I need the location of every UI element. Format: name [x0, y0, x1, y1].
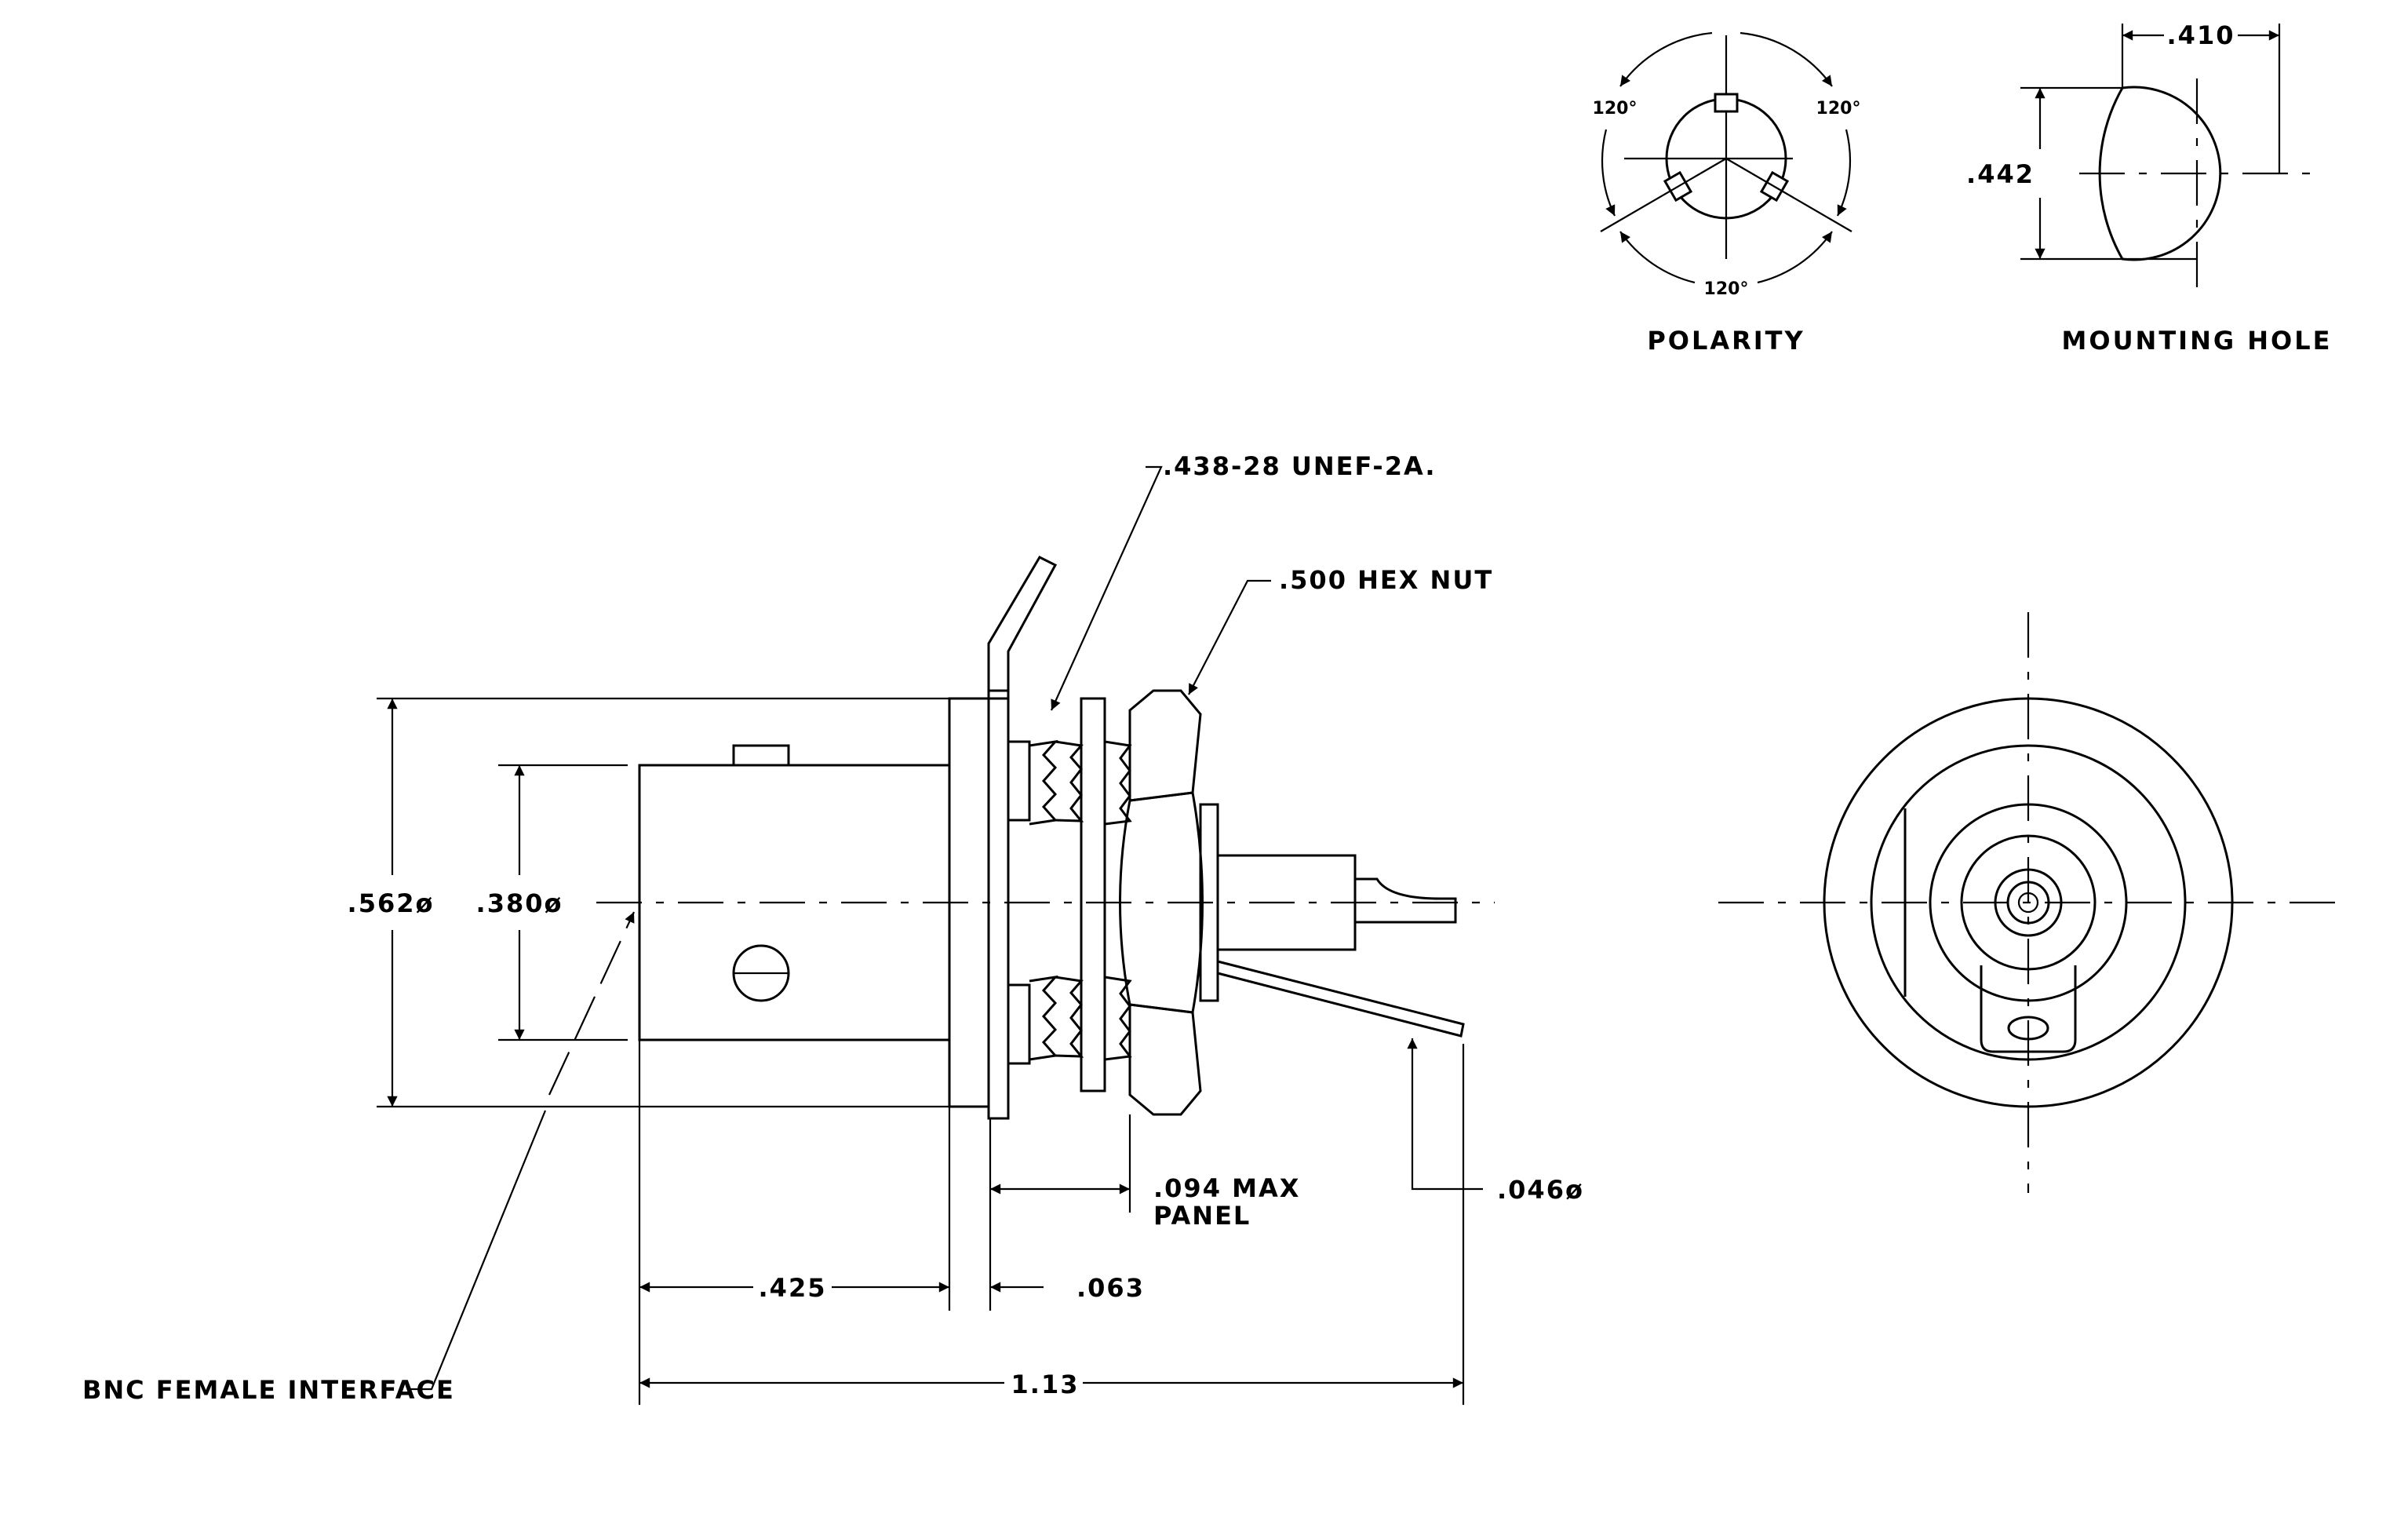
polarity-angle-left: 120°: [1593, 99, 1638, 119]
dimensions: .562ø .380ø .425 .063 .094 MAX PANEL 1.1…: [82, 451, 1584, 1405]
mounting-hole-title: MOUNTING HOLE: [2062, 326, 2333, 356]
interface-callout: BNC FEMALE INTERFACE: [82, 1375, 455, 1405]
mounting-hole-view: .410 .442 MOUNTING HOLE: [1966, 20, 2333, 356]
inner-diameter-dim: .380ø: [476, 888, 563, 918]
mounting-hole-height: .442: [1966, 159, 2035, 189]
polarity-title: POLARITY: [1647, 326, 1805, 356]
polarity-angle-bottom: 120°: [1704, 279, 1749, 299]
mounting-hole-width: .410: [2167, 20, 2235, 50]
body-length-dim: .425: [759, 1273, 827, 1303]
polarity-view: 120° 120° 120° POLARITY: [1593, 31, 1861, 356]
pin-diameter-dim: .046ø: [1497, 1175, 1584, 1205]
end-view: [1718, 612, 2342, 1193]
max-panel-note: PANEL: [1153, 1201, 1251, 1231]
flange-thickness-dim: .063: [1076, 1273, 1145, 1303]
thread-callout: .438-28 UNEF-2A.: [1163, 451, 1436, 481]
outer-diameter-dim: .562ø: [348, 888, 435, 918]
overall-length-dim: 1.13: [1011, 1370, 1080, 1399]
polarity-angle-right: 120°: [1816, 99, 1861, 119]
max-panel-dim: .094 MAX: [1153, 1173, 1300, 1203]
hex-nut-callout: .500 HEX NUT: [1279, 565, 1493, 595]
side-view: [596, 556, 1495, 1120]
